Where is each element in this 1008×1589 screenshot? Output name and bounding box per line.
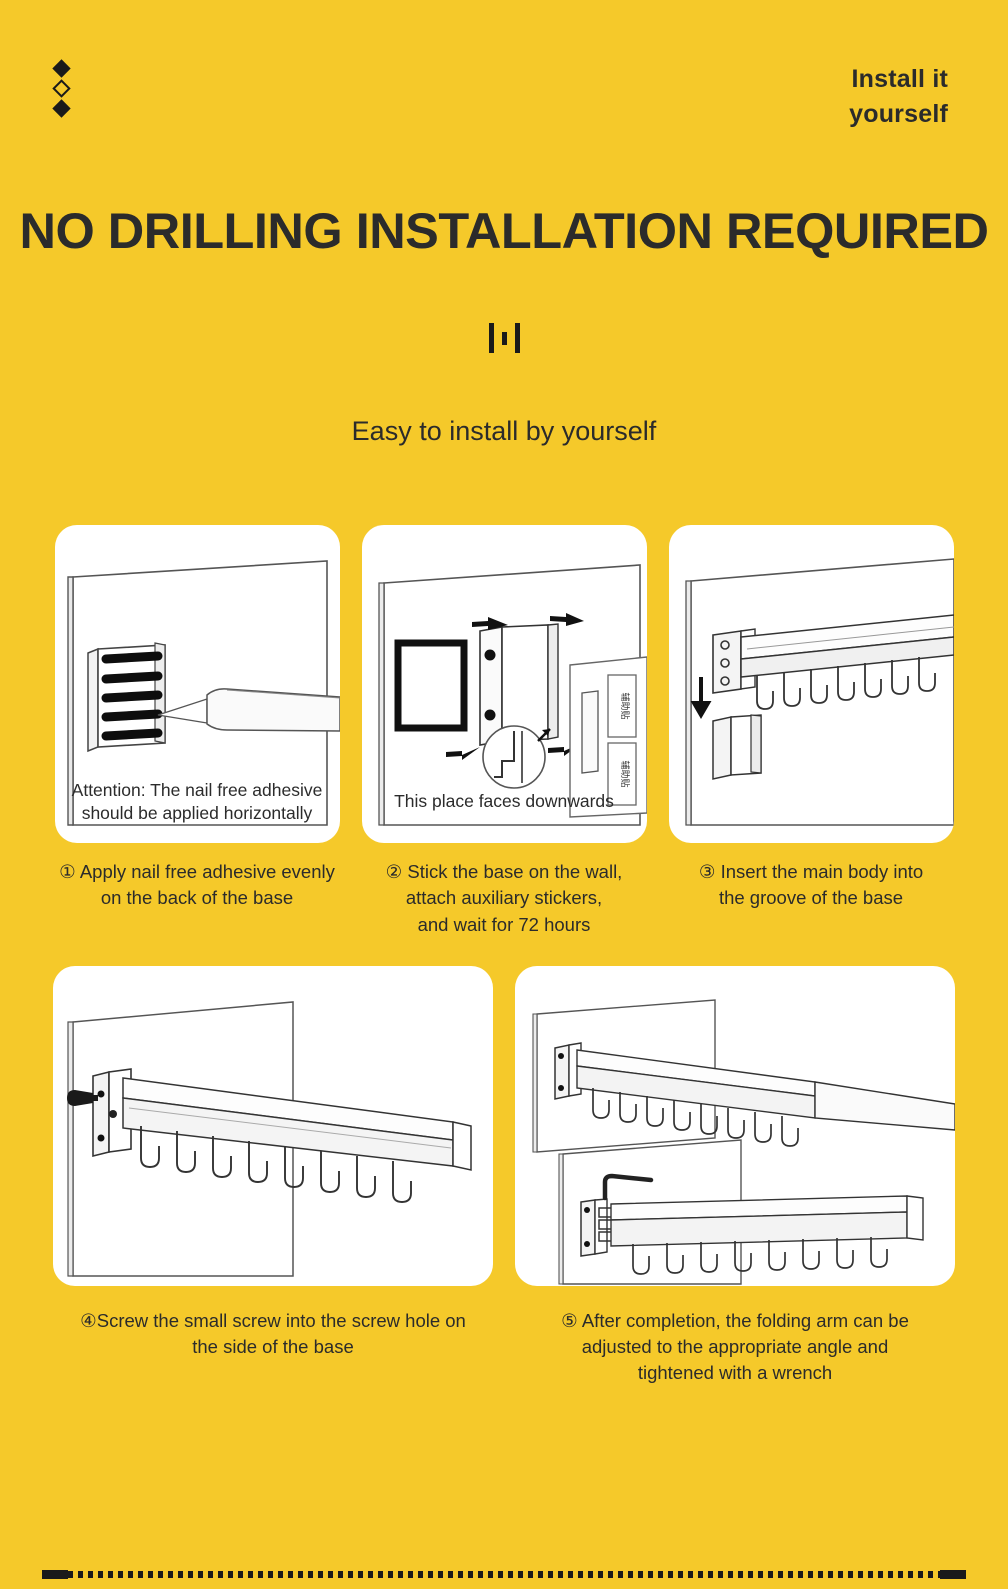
step-2-note-line-1: This place faces downwards: [394, 790, 614, 811]
step-4: ④Screw the small screw into the screw ho…: [53, 965, 493, 1387]
step-1-caption-line-1: ① Apply nail free adhesive evenly: [59, 861, 335, 882]
badge-line-2: yourself: [849, 99, 948, 128]
insert-main-body-diagram: [684, 558, 954, 826]
step-1-note-line-2: should be applied horizontally: [81, 802, 313, 823]
step-5-caption-line-3: tightened with a wrench: [637, 1362, 833, 1384]
step-4-illustration-card: [53, 965, 493, 1286]
step-2-illustration-card: 辅助贴 辅助贴 This place faces downwards: [361, 525, 647, 843]
step-2: 辅助贴 辅助贴 This place faces downwards ② Sti…: [361, 525, 647, 938]
step-5: ⑤ After completion, the folding arm can …: [515, 965, 955, 1387]
step-3: ③ Insert the main body into the groove o…: [668, 525, 954, 938]
divider-glyph-icon: [481, 322, 527, 354]
step-2-caption-line-2: attach auxiliary stickers,: [405, 887, 603, 909]
steps-row-top: Attention: The nail free adhesive should…: [0, 525, 1008, 938]
wrench-icon: [602, 1173, 654, 1201]
step-1-caption-line-2: on the back of the base: [100, 887, 294, 909]
rule-cap-right: [940, 1570, 966, 1579]
step-1-note: Attention: The nail free adhesive should…: [55, 779, 340, 825]
step-3-caption: ③ Insert the main body into the groove o…: [669, 843, 954, 912]
step-1: Attention: The nail free adhesive should…: [54, 525, 340, 938]
step-5-caption-line-1: ⑤ After completion, the folding arm can …: [561, 1309, 909, 1331]
base-mounting-diagram: 辅助贴 辅助贴: [377, 564, 647, 826]
step-4-caption: ④Screw the small screw into the screw ho…: [53, 1286, 493, 1361]
filled-diamond-icon: [52, 99, 71, 118]
page-title: NO DRILLING INSTALLATION REQUIRED: [19, 203, 989, 259]
install-it-yourself-badge: Install it yourself: [849, 62, 948, 131]
step-5-caption-line-2: adjusted to the appropriate angle and: [581, 1336, 889, 1358]
step-2-note: This place faces downwards: [362, 790, 647, 813]
step-3-caption-line-1: ③ Insert the main body into: [698, 861, 924, 882]
adhesive-application-diagram: [66, 560, 340, 826]
rule-cap-left: [42, 1570, 68, 1579]
sticker-label: 辅助贴: [620, 692, 631, 719]
rule-dashes: [68, 1571, 940, 1578]
steps-row-bottom: ④Screw the small screw into the screw ho…: [0, 965, 1008, 1387]
step-4-caption-line-1: ④Screw the small screw into the screw ho…: [80, 1309, 466, 1331]
screw-fastening-diagram: [67, 1000, 472, 1277]
step-5-illustration-card: [515, 965, 955, 1286]
bottom-dashed-rule: [42, 1570, 966, 1579]
hollow-diamond-icon: [52, 79, 71, 98]
diamond-decoration: [52, 59, 71, 118]
step-5-caption: ⑤ After completion, the folding arm can …: [515, 1286, 955, 1387]
page-header: Install it yourself: [0, 0, 1008, 180]
filled-diamond-icon: [52, 59, 71, 78]
badge-line-1: Install it: [851, 65, 948, 93]
step-3-illustration-card: [668, 525, 954, 843]
step-2-caption: ② Stick the base on the wall, attach aux…: [362, 843, 647, 938]
sticker-label: 辅助贴: [620, 760, 631, 787]
step-1-illustration-card: Attention: The nail free adhesive should…: [54, 525, 340, 843]
step-3-caption-line-2: the groove of the base: [718, 887, 904, 909]
page-subtitle: Easy to install by yourself: [351, 416, 657, 446]
step-1-note-line-1: Attention: The nail free adhesive: [71, 779, 323, 800]
step-1-caption: ① Apply nail free adhesive evenly on the…: [55, 843, 340, 912]
folding-arm-adjustment-diagram: [532, 999, 955, 1285]
step-4-caption-line-2: the side of the base: [192, 1336, 354, 1358]
step-2-caption-line-3: and wait for 72 hours: [417, 913, 591, 935]
step-2-caption-line-1: ② Stick the base on the wall,: [385, 861, 623, 882]
